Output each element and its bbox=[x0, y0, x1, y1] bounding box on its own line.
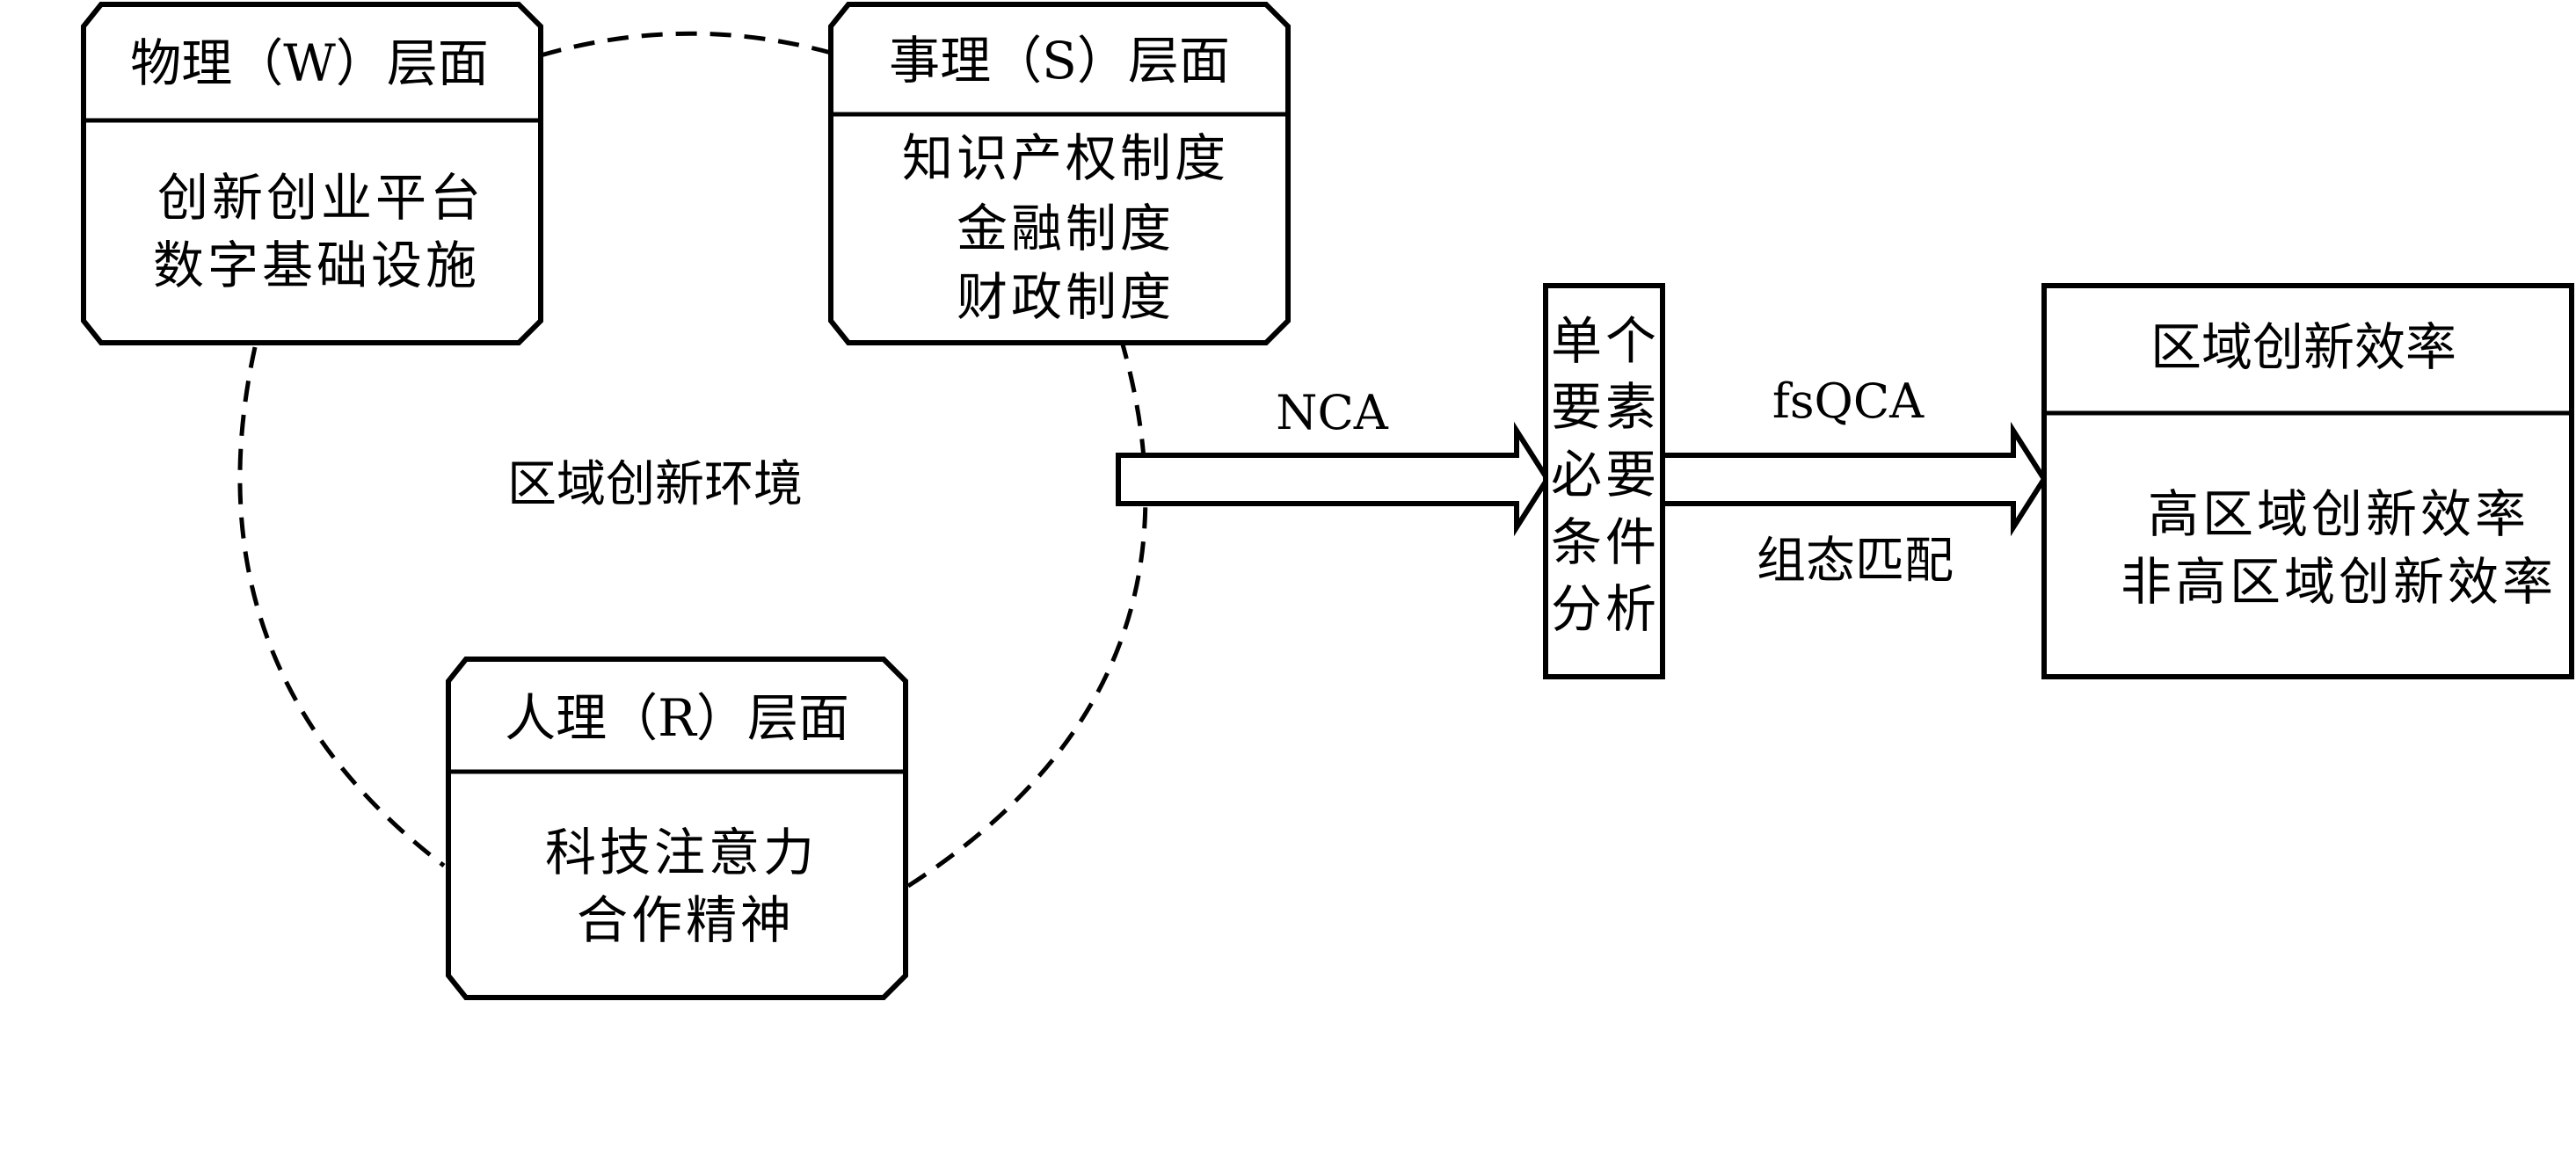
outcome-box: 区域创新效率 高区域创新效率 非高区域创新效率 bbox=[2041, 283, 2574, 679]
affairs-item: 金融制度 bbox=[957, 199, 1175, 258]
analysis-line: 要素 bbox=[1551, 377, 1660, 437]
affairs-item: 知识产权制度 bbox=[902, 128, 1229, 188]
outcome-title: 区域创新效率 bbox=[2150, 317, 2456, 377]
analysis-line: 分析 bbox=[1551, 579, 1660, 639]
fsqca-arrow: fsQCA 组态匹配 bbox=[1660, 374, 2048, 590]
environment-arc-top bbox=[540, 31, 832, 58]
nca-arrow: NCA bbox=[1116, 385, 1551, 537]
configuration-label: 组态匹配 bbox=[1757, 533, 1954, 590]
affairs-item: 财政制度 bbox=[957, 267, 1175, 327]
affairs-layer-title: 事理（S）层面 bbox=[889, 31, 1230, 91]
affairs-layer-box: 事理（S）层面 知识产权制度 金融制度 财政制度 bbox=[828, 2, 1291, 345]
analysis-line: 单个 bbox=[1551, 311, 1660, 371]
fsqca-label: fsQCA bbox=[1772, 374, 1925, 429]
human-layer-title: 人理（R）层面 bbox=[505, 688, 849, 748]
physical-layer-box: 物理（W）层面 创新创业平台 数字基础设施 bbox=[81, 2, 543, 345]
analysis-line: 必要 bbox=[1551, 445, 1660, 504]
nca-label: NCA bbox=[1276, 385, 1389, 440]
necessary-condition-analysis-box: 单个 要素 必要 条件 分析 bbox=[1543, 283, 1665, 679]
human-layer-box: 人理（R）层面 科技注意力 合作精神 bbox=[446, 657, 908, 1000]
human-item: 科技注意力 bbox=[545, 823, 818, 882]
environment-arc-left bbox=[237, 346, 446, 867]
physical-layer-title: 物理（W）层面 bbox=[130, 33, 489, 93]
outcome-item: 非高区域创新效率 bbox=[2121, 552, 2557, 612]
environment-label: 区域创新环境 bbox=[507, 456, 803, 513]
outcome-item: 高区域创新效率 bbox=[2148, 484, 2529, 544]
physical-item: 创新创业平台 bbox=[157, 168, 484, 228]
environment-arc-right bbox=[904, 337, 1148, 890]
analysis-line: 条件 bbox=[1551, 512, 1660, 572]
physical-item: 数字基础设施 bbox=[153, 236, 480, 295]
human-item: 合作精神 bbox=[577, 890, 795, 950]
environment-circle bbox=[237, 31, 1148, 890]
